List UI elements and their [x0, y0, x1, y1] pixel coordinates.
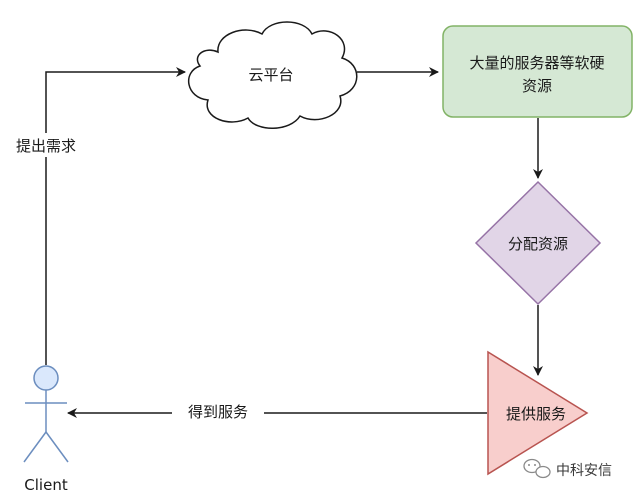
allocate-diamond — [474, 180, 602, 306]
cloud-node[interactable]: 云平台 — [187, 21, 358, 129]
client-head — [33, 365, 59, 391]
resources-box — [442, 25, 633, 118]
watermark-label: 中科安信 — [556, 463, 612, 479]
provide-triangle — [487, 350, 589, 476]
watermark: 中科安信 — [523, 458, 612, 479]
wechat-icon — [523, 458, 551, 479]
client-left-leg — [23, 431, 47, 463]
allocate-label: 分配资源 — [508, 235, 568, 253]
resources-node[interactable]: 大量的服务器等软硬 资源 — [442, 25, 633, 118]
allocate-node[interactable]: 分配资源 — [474, 180, 602, 306]
provide-node[interactable]: 提供服务 — [487, 350, 589, 476]
receive-label-bg — [172, 400, 264, 422]
resources-label-line2: 资源 — [522, 77, 552, 95]
request-label-bg — [4, 133, 88, 157]
request-label: 提出需求 — [16, 137, 76, 155]
client-label: Client — [24, 476, 68, 494]
client-actor[interactable]: Client — [23, 365, 69, 494]
cloud-label: 云平台 — [248, 66, 293, 84]
receive-label: 得到服务 — [188, 403, 248, 421]
cloud-shape — [187, 21, 358, 129]
request-edge — [45, 67, 186, 365]
provide-label: 提供服务 — [506, 405, 566, 423]
client-right-leg — [45, 431, 69, 463]
resources-label-line1: 大量的服务器等软硬 — [469, 54, 604, 72]
